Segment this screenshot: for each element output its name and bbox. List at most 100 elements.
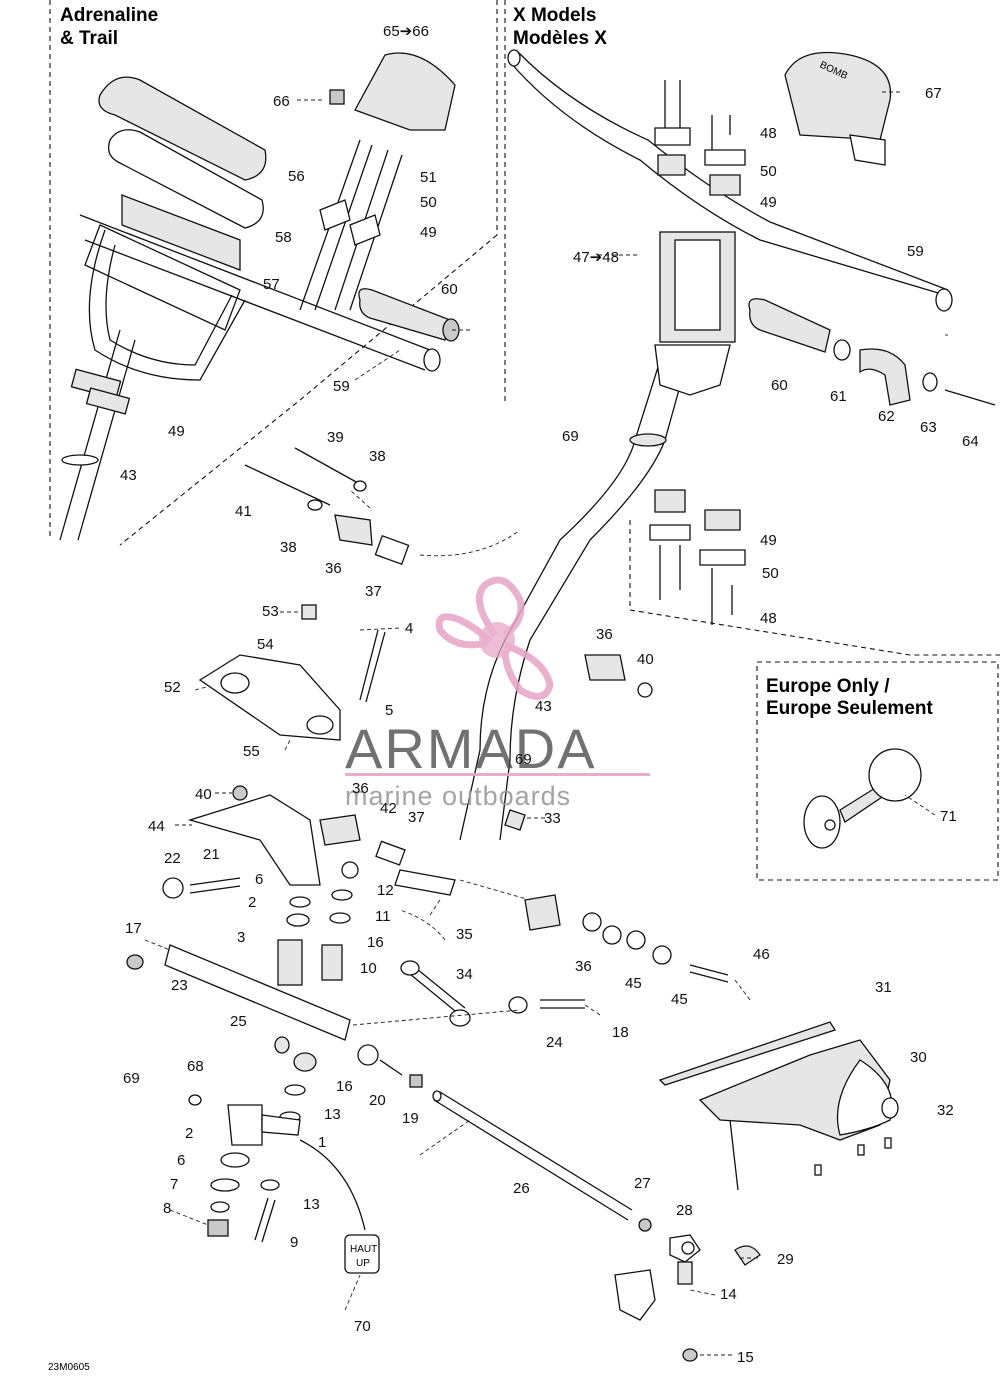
part-label: 50 — [762, 565, 779, 582]
part-label: 43 — [120, 467, 137, 484]
part-label: 50 — [420, 194, 437, 211]
part-label: 27 — [634, 1175, 651, 1192]
leader-lines — [144, 91, 948, 1356]
part-label: 6 — [177, 1152, 185, 1169]
part-label: 36 — [575, 958, 592, 975]
part-label: 34 — [456, 966, 473, 983]
part-labels: 65➔66 66 56 51 50 49 58 57 60 59 49 43 4… — [120, 23, 979, 1366]
diagram-code: 23M0605 — [48, 1362, 90, 1373]
part-label: 56 — [288, 168, 305, 185]
part-label: 7 — [170, 1176, 178, 1193]
part-label: 6 — [255, 871, 263, 888]
part-label: 22 — [164, 850, 181, 867]
part-label: 65➔66 — [383, 23, 429, 40]
part-label: 49 — [760, 532, 777, 549]
part-label: 24 — [546, 1034, 563, 1051]
part-label: 16 — [336, 1078, 353, 1095]
part-label: 2 — [185, 1125, 193, 1142]
svg-text:UP: UP — [356, 1258, 370, 1269]
part-label: 20 — [369, 1092, 386, 1109]
part-label: 54 — [257, 636, 274, 653]
part-label: 44 — [148, 818, 165, 835]
section-frames — [49, 0, 1000, 881]
part-label: 45 — [671, 991, 688, 1008]
part-label: 5 — [385, 702, 393, 719]
part-label: 11 — [375, 908, 391, 925]
part-label: 13 — [303, 1196, 320, 1213]
watermark-brand: ARMADA — [345, 717, 597, 780]
svg-text:Europe Only /: Europe Only / — [766, 676, 890, 697]
middle-hardware — [126, 447, 899, 1362]
part-label: 39 — [327, 429, 344, 446]
part-label: 68 — [187, 1058, 204, 1075]
part-label: 38 — [369, 448, 386, 465]
part-label: 47➔48 — [573, 249, 619, 266]
part-label: 17 — [125, 920, 142, 937]
part-label: 55 — [243, 743, 260, 760]
part-label: 30 — [910, 1049, 927, 1066]
part-label: 43 — [535, 698, 552, 715]
watermark-tagline: marine outboards — [345, 781, 571, 811]
part-label: 46 — [753, 946, 770, 963]
part-label: 58 — [275, 229, 292, 246]
part-label: 62 — [878, 408, 895, 425]
part-label: 67 — [925, 85, 942, 102]
svg-text:HAUT: HAUT — [350, 1244, 377, 1255]
part-label: 51 — [420, 169, 437, 186]
section-heading-adrenaline-trail: Adrenaline & Trail — [60, 5, 158, 49]
part-label: 36 — [325, 560, 342, 577]
part-label: 33 — [544, 810, 561, 827]
haut-up-decal: HAUT UP — [350, 1244, 377, 1269]
part-label: 60 — [771, 377, 788, 394]
part-label: 53 — [262, 603, 279, 620]
part-label: 37 — [408, 809, 425, 826]
part-label: 10 — [360, 960, 377, 977]
part-label: 57 — [263, 276, 280, 293]
part-label: 40 — [195, 786, 212, 803]
part-label: 4 — [405, 620, 413, 637]
part-label: 13 — [324, 1106, 341, 1123]
part-label: 19 — [402, 1110, 419, 1127]
part-label: 59 — [907, 243, 924, 260]
part-label: 18 — [612, 1024, 629, 1041]
section-heading-x-models: X Models Modèles X — [513, 5, 607, 49]
part-label: 31 — [875, 979, 892, 996]
part-label: 29 — [777, 1251, 794, 1268]
part-label: 48 — [760, 125, 777, 142]
part-label: 14 — [720, 1286, 737, 1303]
part-label: 9 — [290, 1234, 298, 1251]
svg-text:Europe Seulement: Europe Seulement — [766, 698, 933, 719]
part-label: 45 — [625, 975, 642, 992]
part-label: 37 — [365, 583, 382, 600]
part-label: 1 — [318, 1134, 326, 1151]
part-label: 64 — [962, 433, 979, 450]
svg-text:X Models: X Models — [513, 5, 596, 26]
part-label: 3 — [237, 929, 245, 946]
part-label: 28 — [676, 1202, 693, 1219]
part-label: 48 — [760, 610, 777, 627]
part-label: 23 — [171, 977, 188, 994]
part-label: 60 — [441, 281, 458, 298]
part-label: 8 — [163, 1200, 171, 1217]
part-label: 41 — [235, 503, 252, 520]
part-label: 66 — [273, 93, 290, 110]
propeller-logo — [435, 576, 554, 700]
part-label: 25 — [230, 1013, 247, 1030]
part-label: 61 — [830, 388, 847, 405]
part-label: 40 — [637, 651, 654, 668]
part-label: 16 — [367, 934, 384, 951]
part-label: 32 — [937, 1102, 954, 1119]
part-label: 69 — [123, 1070, 140, 1087]
part-label: 12 — [377, 882, 394, 899]
part-label: 49 — [168, 423, 185, 440]
part-label: 71 — [940, 808, 957, 825]
part-label: 2 — [248, 894, 256, 911]
watermark: ARMADA marine outboards — [345, 576, 650, 811]
europe-horn — [803, 748, 922, 849]
part-label: 36 — [596, 626, 613, 643]
part-label: 26 — [513, 1180, 530, 1197]
part-label: 59 — [333, 378, 350, 395]
section-heading-europe: Europe Only / Europe Seulement — [766, 676, 933, 719]
x-models-handlebar-assembly — [459, 49, 996, 841]
